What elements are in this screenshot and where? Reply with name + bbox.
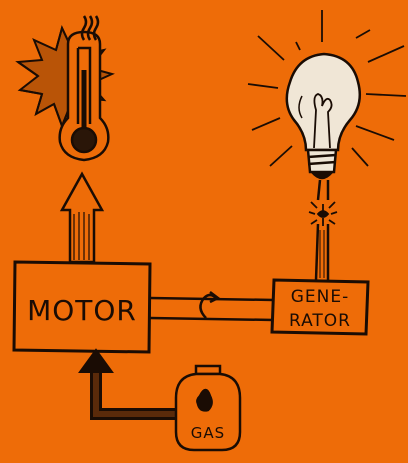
- generator-box: GENE- RATOR: [272, 280, 368, 334]
- rotation-arrow-icon: [200, 292, 218, 318]
- fuel-arrow: [80, 350, 180, 414]
- power-wire: [316, 180, 328, 280]
- spark-icon: [309, 202, 337, 226]
- gas-canister-icon: GAS: [176, 366, 240, 450]
- generator-label-line2: RATOR: [289, 311, 351, 331]
- motor-label: MOTOR: [27, 294, 137, 327]
- gas-label: GAS: [191, 424, 225, 442]
- heat-arrow: [62, 174, 102, 262]
- generator-label-line1: GENE-: [291, 287, 350, 307]
- motor-box: MOTOR: [14, 262, 150, 352]
- light-bulb-icon: [287, 54, 360, 178]
